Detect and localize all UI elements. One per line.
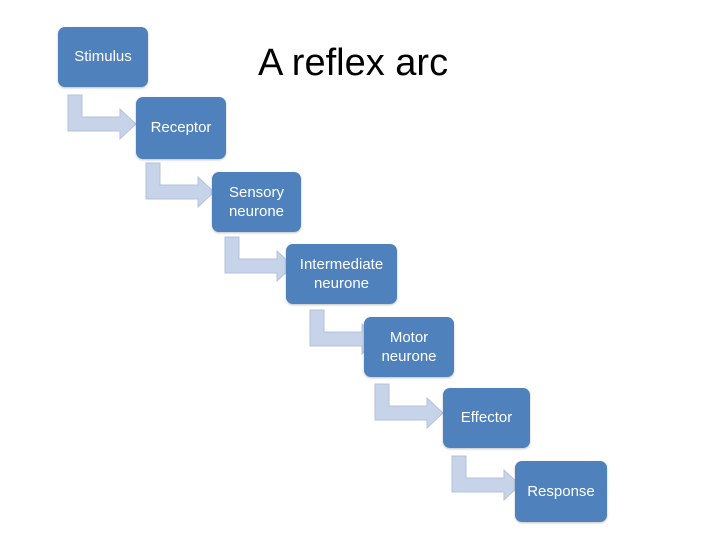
step-sensory-neurone: Sensory neurone xyxy=(212,172,301,232)
step-label: Sensory neurone xyxy=(228,183,285,221)
step-effector: Effector xyxy=(443,388,530,448)
step-label: Stimulus xyxy=(74,48,132,66)
arrow-sensory-to-intermediate xyxy=(224,236,294,282)
diagram-title: A reflex arc xyxy=(258,42,449,84)
step-label: Effector xyxy=(460,409,513,427)
step-label: Motor neurone xyxy=(381,328,437,366)
step-label: Intermediate neurone xyxy=(299,255,384,293)
step-label: Response xyxy=(527,482,595,500)
arrow-stimulus-to-receptor xyxy=(67,94,137,140)
step-receptor: Receptor xyxy=(136,97,226,159)
arrow-motor-to-effector xyxy=(374,383,444,429)
step-stimulus: Stimulus xyxy=(58,27,148,87)
step-label: Receptor xyxy=(150,119,212,137)
step-motor-neurone: Motor neurone xyxy=(364,317,454,377)
arrow-receptor-to-sensory xyxy=(145,162,215,208)
step-response: Response xyxy=(515,461,607,522)
step-intermediate-neurone: Intermediate neurone xyxy=(286,244,397,304)
arrow-effector-to-response xyxy=(451,455,521,501)
